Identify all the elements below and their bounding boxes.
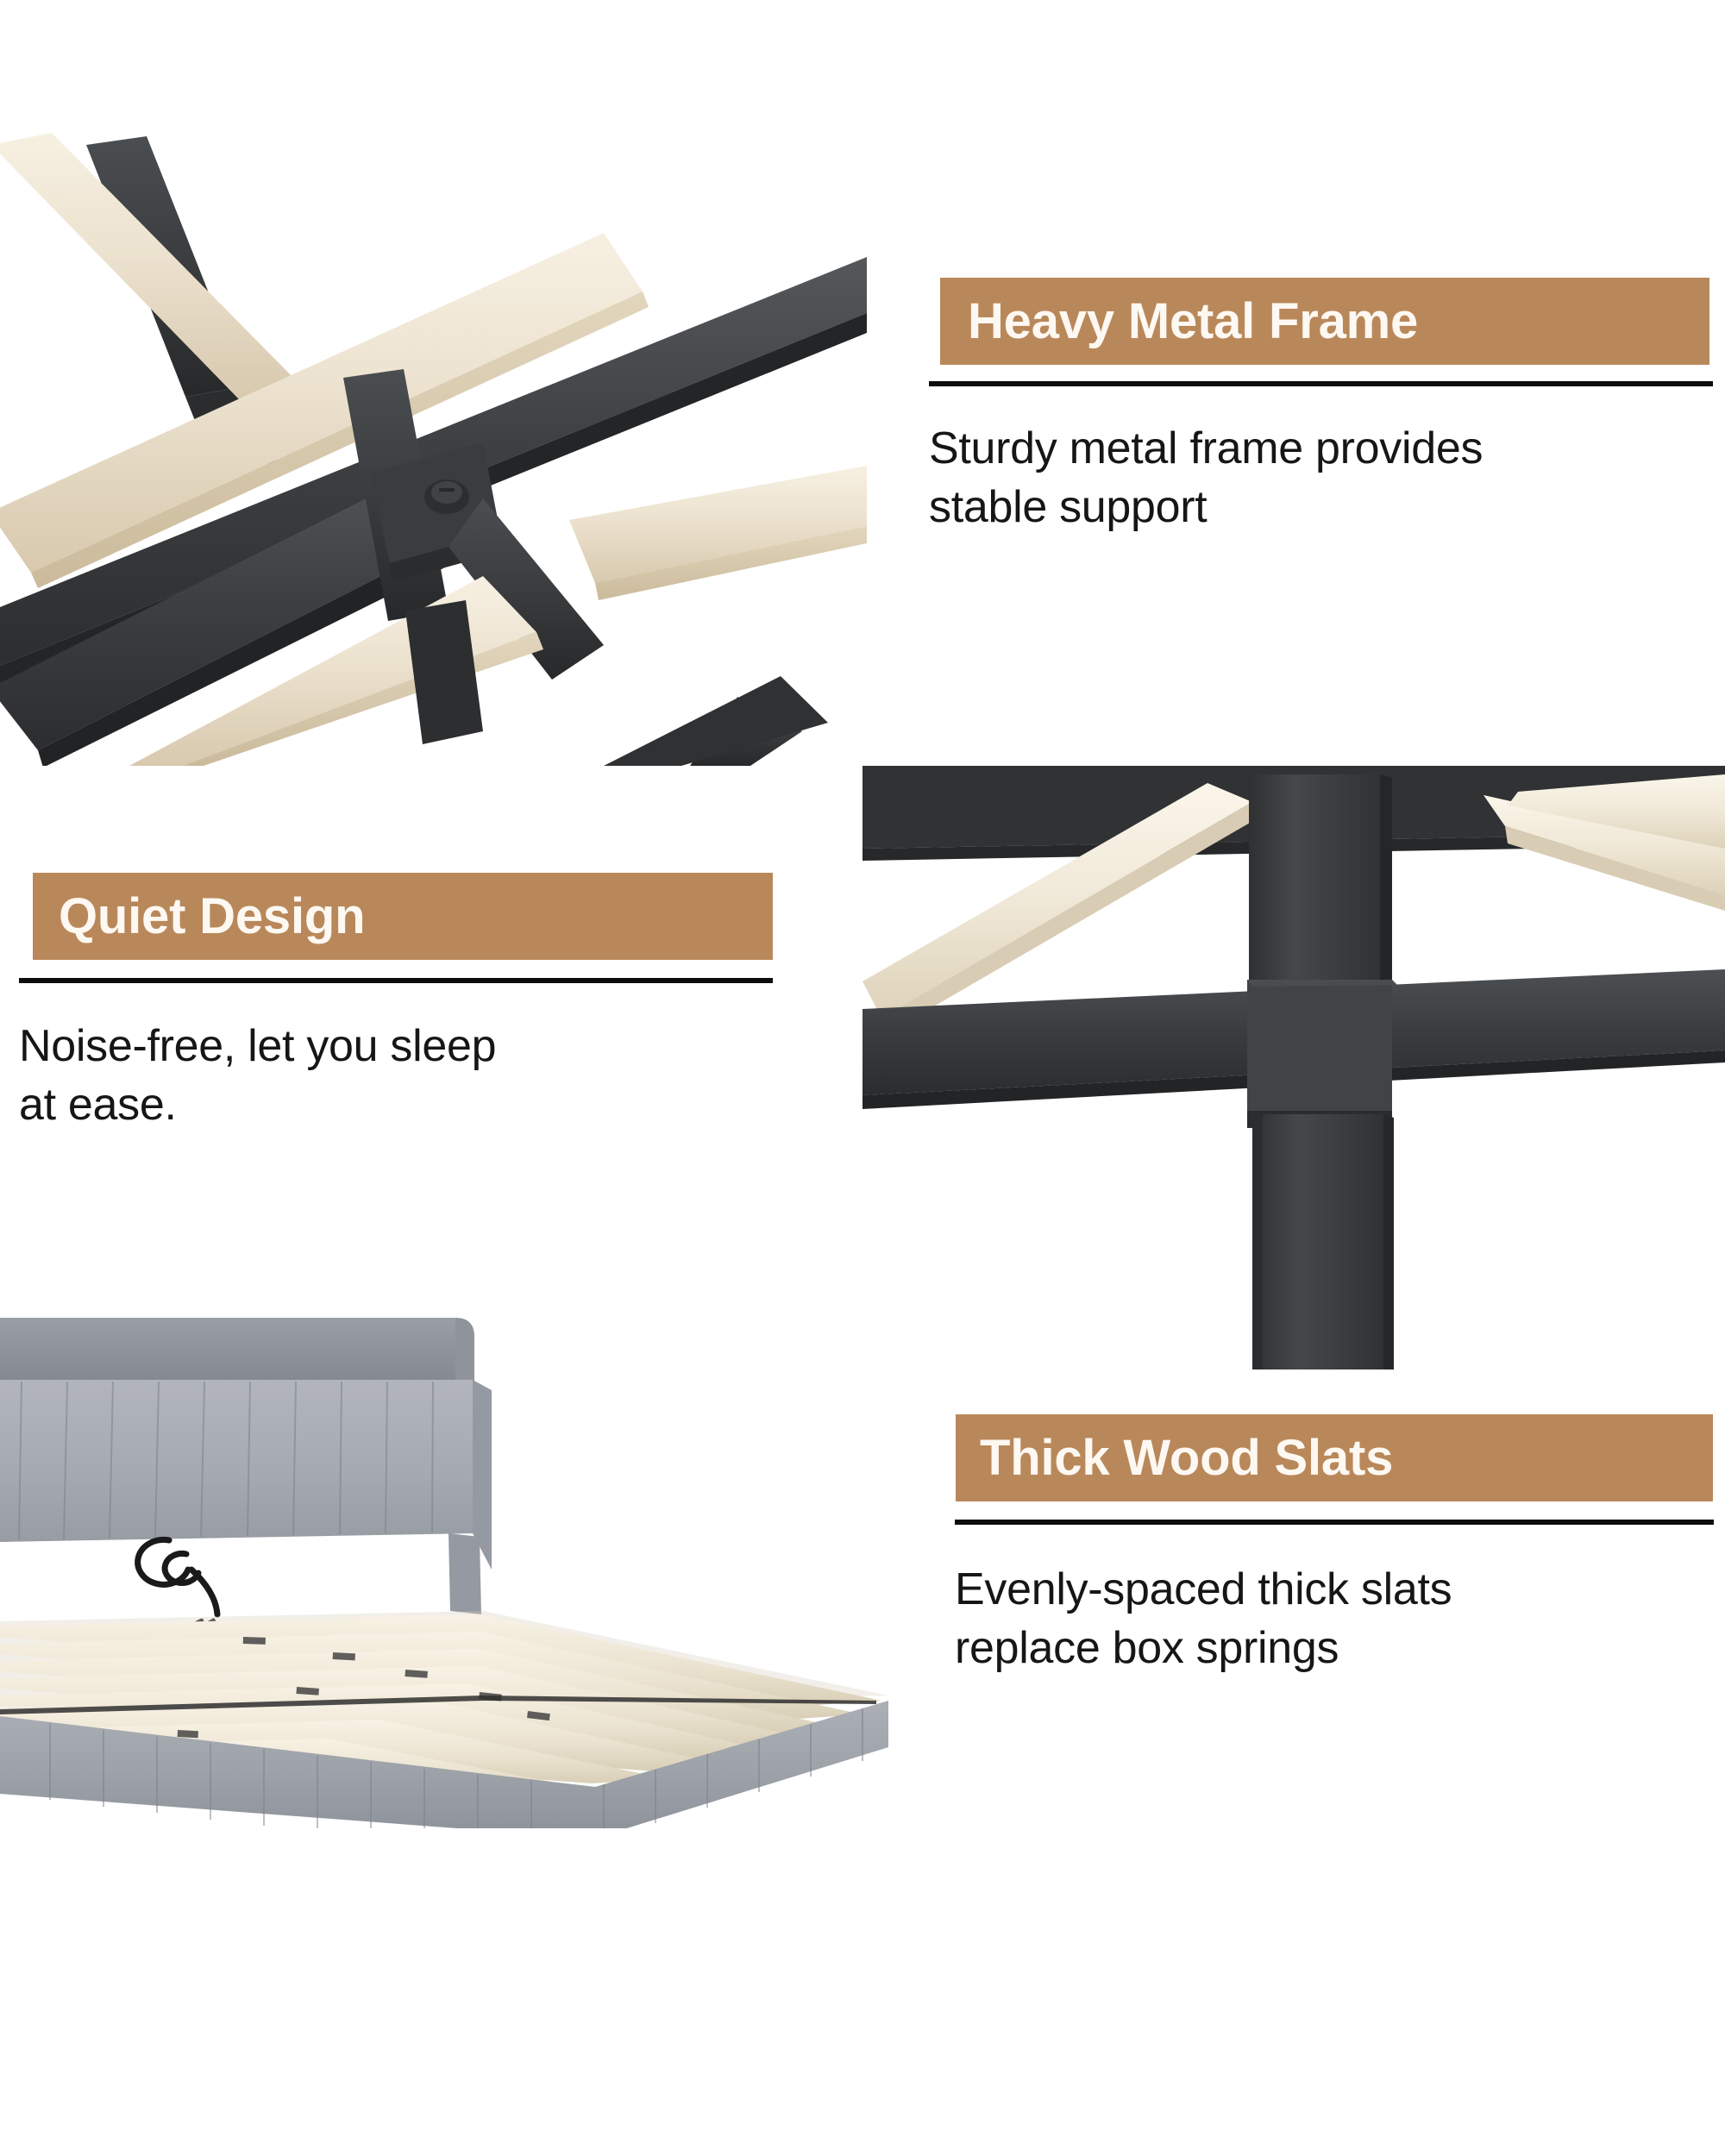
bed-illustration — [0, 1311, 888, 1828]
feature-title: Thick Wood Slats — [980, 1429, 1394, 1486]
feature-title: Heavy Metal Frame — [968, 292, 1419, 349]
feature-divider-rule — [955, 1520, 1714, 1525]
feature-divider-rule — [19, 978, 773, 983]
feature-title-banner: Quiet Design — [33, 873, 773, 960]
feature-quiet-design: Quiet Design Noise-free, let you sleep a… — [19, 873, 773, 1131]
t-junction-illustration — [862, 766, 1725, 1369]
feature-description: Noise-free, let you sleep at ease. — [19, 1021, 497, 1130]
feature-heavy-metal-frame: Heavy Metal Frame Sturdy metal frame pro… — [929, 278, 1716, 536]
metal-frame-illustration — [0, 128, 867, 766]
feature-divider-rule — [929, 381, 1713, 386]
feature-title-banner: Heavy Metal Frame — [940, 278, 1709, 365]
feature-thick-wood-slats: Thick Wood Slats Evenly-spaced thick sla… — [955, 1414, 1714, 1673]
feature-title-banner: Thick Wood Slats — [956, 1414, 1713, 1501]
feature-description: Sturdy metal frame provides stable suppo… — [929, 423, 1484, 532]
feature-description: Evenly-spaced thick slats replace box sp… — [955, 1564, 1452, 1673]
photo-metal-frame-crossbeam — [0, 128, 867, 766]
photo-frame-t-junction — [862, 766, 1725, 1369]
feature-title: Quiet Design — [59, 887, 366, 944]
photo-upholstered-bed — [0, 1311, 888, 1828]
